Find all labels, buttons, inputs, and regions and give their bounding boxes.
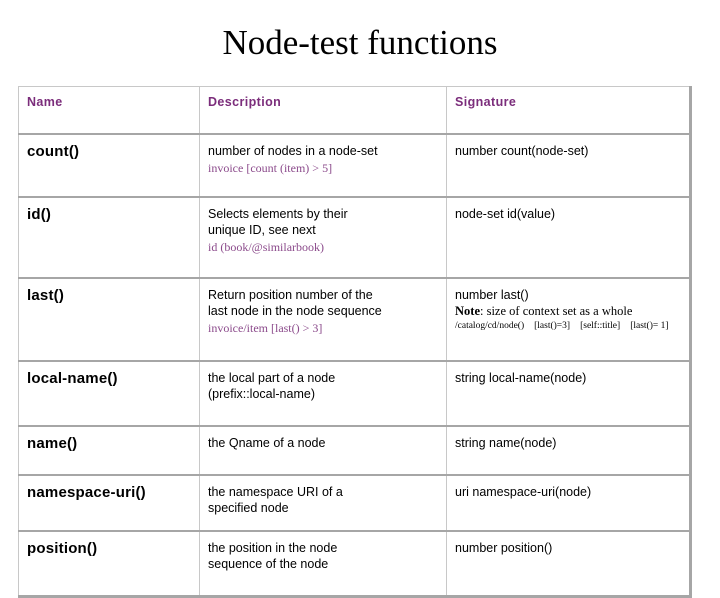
table-body: count() number of nodes in a node-set in… xyxy=(18,134,691,597)
function-name: position() xyxy=(18,531,200,597)
description-line: specified node xyxy=(208,501,289,515)
table-row: name() the Qname of a node string name(n… xyxy=(18,426,691,476)
function-name: local-name() xyxy=(18,361,200,427)
table-row: last() Return position number of the las… xyxy=(18,278,691,362)
description-line: the position in the node xyxy=(208,541,338,555)
function-description: Return position number of the last node … xyxy=(199,278,447,362)
signature-line: number count(node-set) xyxy=(455,144,589,158)
table-header: Name Description Signature xyxy=(18,86,691,135)
table-row: id() Selects elements by their unique ID… xyxy=(18,197,691,279)
signature-example-predicate: [last()=3] xyxy=(534,321,571,331)
column-header-description: Description xyxy=(199,86,447,135)
page-title: Node-test functions xyxy=(222,23,498,62)
description-line: Return position number of the xyxy=(208,288,373,302)
note-text: : size of context set as a whole xyxy=(480,304,633,318)
function-name: namespace-uri() xyxy=(18,475,200,532)
description-line: unique ID, see next xyxy=(208,223,316,237)
function-signature: string local-name(node) xyxy=(446,361,691,427)
description-line: the local part of a node xyxy=(208,371,336,385)
function-name: count() xyxy=(18,134,200,198)
table-row: namespace-uri() the namespace URI of a s… xyxy=(18,475,691,532)
table-row: position() the position in the node sequ… xyxy=(18,531,691,597)
function-signature: number count(node-set) xyxy=(446,134,691,198)
function-signature: uri namespace-uri(node) xyxy=(446,475,691,532)
signature-line: number position() xyxy=(455,541,553,555)
function-description: number of nodes in a node-set invoice [c… xyxy=(199,134,447,198)
signature-line: node-set id(value) xyxy=(455,207,556,221)
function-description: the position in the node sequence of the… xyxy=(199,531,447,597)
description-line: (prefix::local-name) xyxy=(208,387,315,401)
column-header-signature: Signature xyxy=(446,86,691,135)
description-example: invoice/item [last() > 3] xyxy=(208,321,323,335)
table-header-row: Name Description Signature xyxy=(18,86,691,135)
function-signature: string name(node) xyxy=(446,426,691,476)
function-description: the Qname of a node xyxy=(199,426,447,476)
signature-example-path: /catalog/cd/node() xyxy=(455,321,525,331)
description-line: last node in the node sequence xyxy=(208,304,382,318)
function-description: the namespace URI of a specified node xyxy=(199,475,447,532)
function-signature: number position() xyxy=(446,531,691,597)
function-signature: node-set id(value) xyxy=(446,197,691,279)
node-test-functions-table: Name Description Signature count() numbe… xyxy=(18,86,692,598)
function-signature: number last() Note: size of context set … xyxy=(446,278,691,362)
signature-note: Note: size of context set as a whole xyxy=(455,304,681,319)
function-name: id() xyxy=(18,197,200,279)
signature-line: string local-name(node) xyxy=(455,371,587,385)
description-example: invoice [count (item) > 5] xyxy=(208,161,333,175)
signature-example-axis: [self::title] xyxy=(580,321,621,331)
description-line: number of nodes in a node-set xyxy=(208,144,378,158)
signature-line: number last() xyxy=(455,288,529,302)
signature-example-last: [last()= 1] xyxy=(630,321,669,331)
functions-table-container: Name Description Signature count() numbe… xyxy=(18,86,692,598)
signature-line: string name(node) xyxy=(455,436,557,450)
description-line: Selects elements by their xyxy=(208,207,348,221)
column-header-name: Name xyxy=(18,86,200,135)
function-description: the local part of a node (prefix::local-… xyxy=(199,361,447,427)
slide-canvas: Node-test functions Name Description Sig… xyxy=(18,23,692,598)
table-row: count() number of nodes in a node-set in… xyxy=(18,134,691,198)
function-name: last() xyxy=(18,278,200,362)
signature-line: uri namespace-uri(node) xyxy=(455,485,592,499)
description-line: the namespace URI of a xyxy=(208,485,343,499)
note-label: Note xyxy=(455,304,480,318)
function-description: Selects elements by their unique ID, see… xyxy=(199,197,447,279)
description-line: the Qname of a node xyxy=(208,436,326,450)
description-line: sequence of the node xyxy=(208,557,329,571)
signature-examples: /catalog/cd/node() [last()=3] [self::title… xyxy=(455,320,681,333)
function-name: name() xyxy=(18,426,200,476)
description-example: id (book/@similarbook) xyxy=(208,240,325,254)
table-row: local-name() the local part of a node (p… xyxy=(18,361,691,427)
